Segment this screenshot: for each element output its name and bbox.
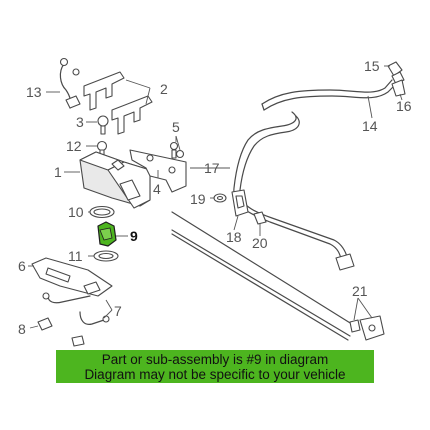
callout-20: 20 (252, 235, 268, 251)
part-3-bolt[interactable] (97, 115, 109, 135)
part-6-shield-plate[interactable] (31, 257, 113, 297)
long-fuel-lines (171, 211, 356, 341)
part-9-highlighted-valve[interactable] (97, 221, 117, 247)
callout-19: 19 (190, 191, 206, 207)
part-21-clips[interactable] (349, 315, 385, 341)
part-17-vapor-line[interactable] (233, 111, 355, 271)
part-20-clip[interactable] (253, 211, 267, 225)
callout-labels: 1 2 3 4 5 6 7 8 9 10 11 12 13 14 15 16 1… (18, 58, 412, 337)
callout-6: 6 (18, 258, 26, 274)
callout-16: 16 (396, 98, 412, 114)
part-19-grommet[interactable] (213, 193, 227, 203)
info-banner: Part or sub-assembly is #9 in diagram Di… (56, 350, 374, 383)
callout-14: 14 (362, 118, 378, 134)
callout-11: 11 (68, 248, 83, 264)
part-7-lines[interactable] (42, 292, 110, 325)
part-18-bracket[interactable] (231, 189, 249, 217)
callout-7: 7 (114, 303, 122, 319)
part-14-vapor-tube[interactable] (261, 79, 397, 111)
callout-1: 1 (54, 164, 62, 180)
callout-21: 21 (352, 283, 368, 299)
callout-15: 15 (364, 58, 380, 74)
callout-5: 5 (172, 119, 180, 135)
part-1-canister[interactable] (79, 151, 151, 209)
part-10-o-ring[interactable] (89, 205, 115, 219)
part-8-clamps[interactable] (37, 317, 85, 347)
part-5-bolts[interactable] (169, 141, 185, 159)
callout-3: 3 (76, 114, 84, 130)
callout-10: 10 (68, 204, 84, 220)
callout-12: 12 (66, 138, 82, 154)
callout-4: 4 (153, 181, 161, 197)
callout-13: 13 (26, 84, 42, 100)
banner-line-2: Diagram may not be specific to your vehi… (84, 366, 346, 382)
part-13-hose[interactable] (59, 57, 81, 109)
callout-8: 8 (18, 321, 26, 337)
banner-line-1: Part or sub-assembly is #9 in diagram (101, 351, 329, 367)
part-2-brackets[interactable] (83, 71, 153, 135)
leader-lines (28, 65, 403, 329)
part-11-seal[interactable] (93, 250, 119, 262)
callout-9: 9 (130, 228, 138, 244)
callout-2: 2 (160, 81, 168, 97)
callout-18: 18 (226, 229, 242, 245)
part-16-clip[interactable] (391, 79, 406, 97)
callout-17: 17 (204, 160, 220, 176)
